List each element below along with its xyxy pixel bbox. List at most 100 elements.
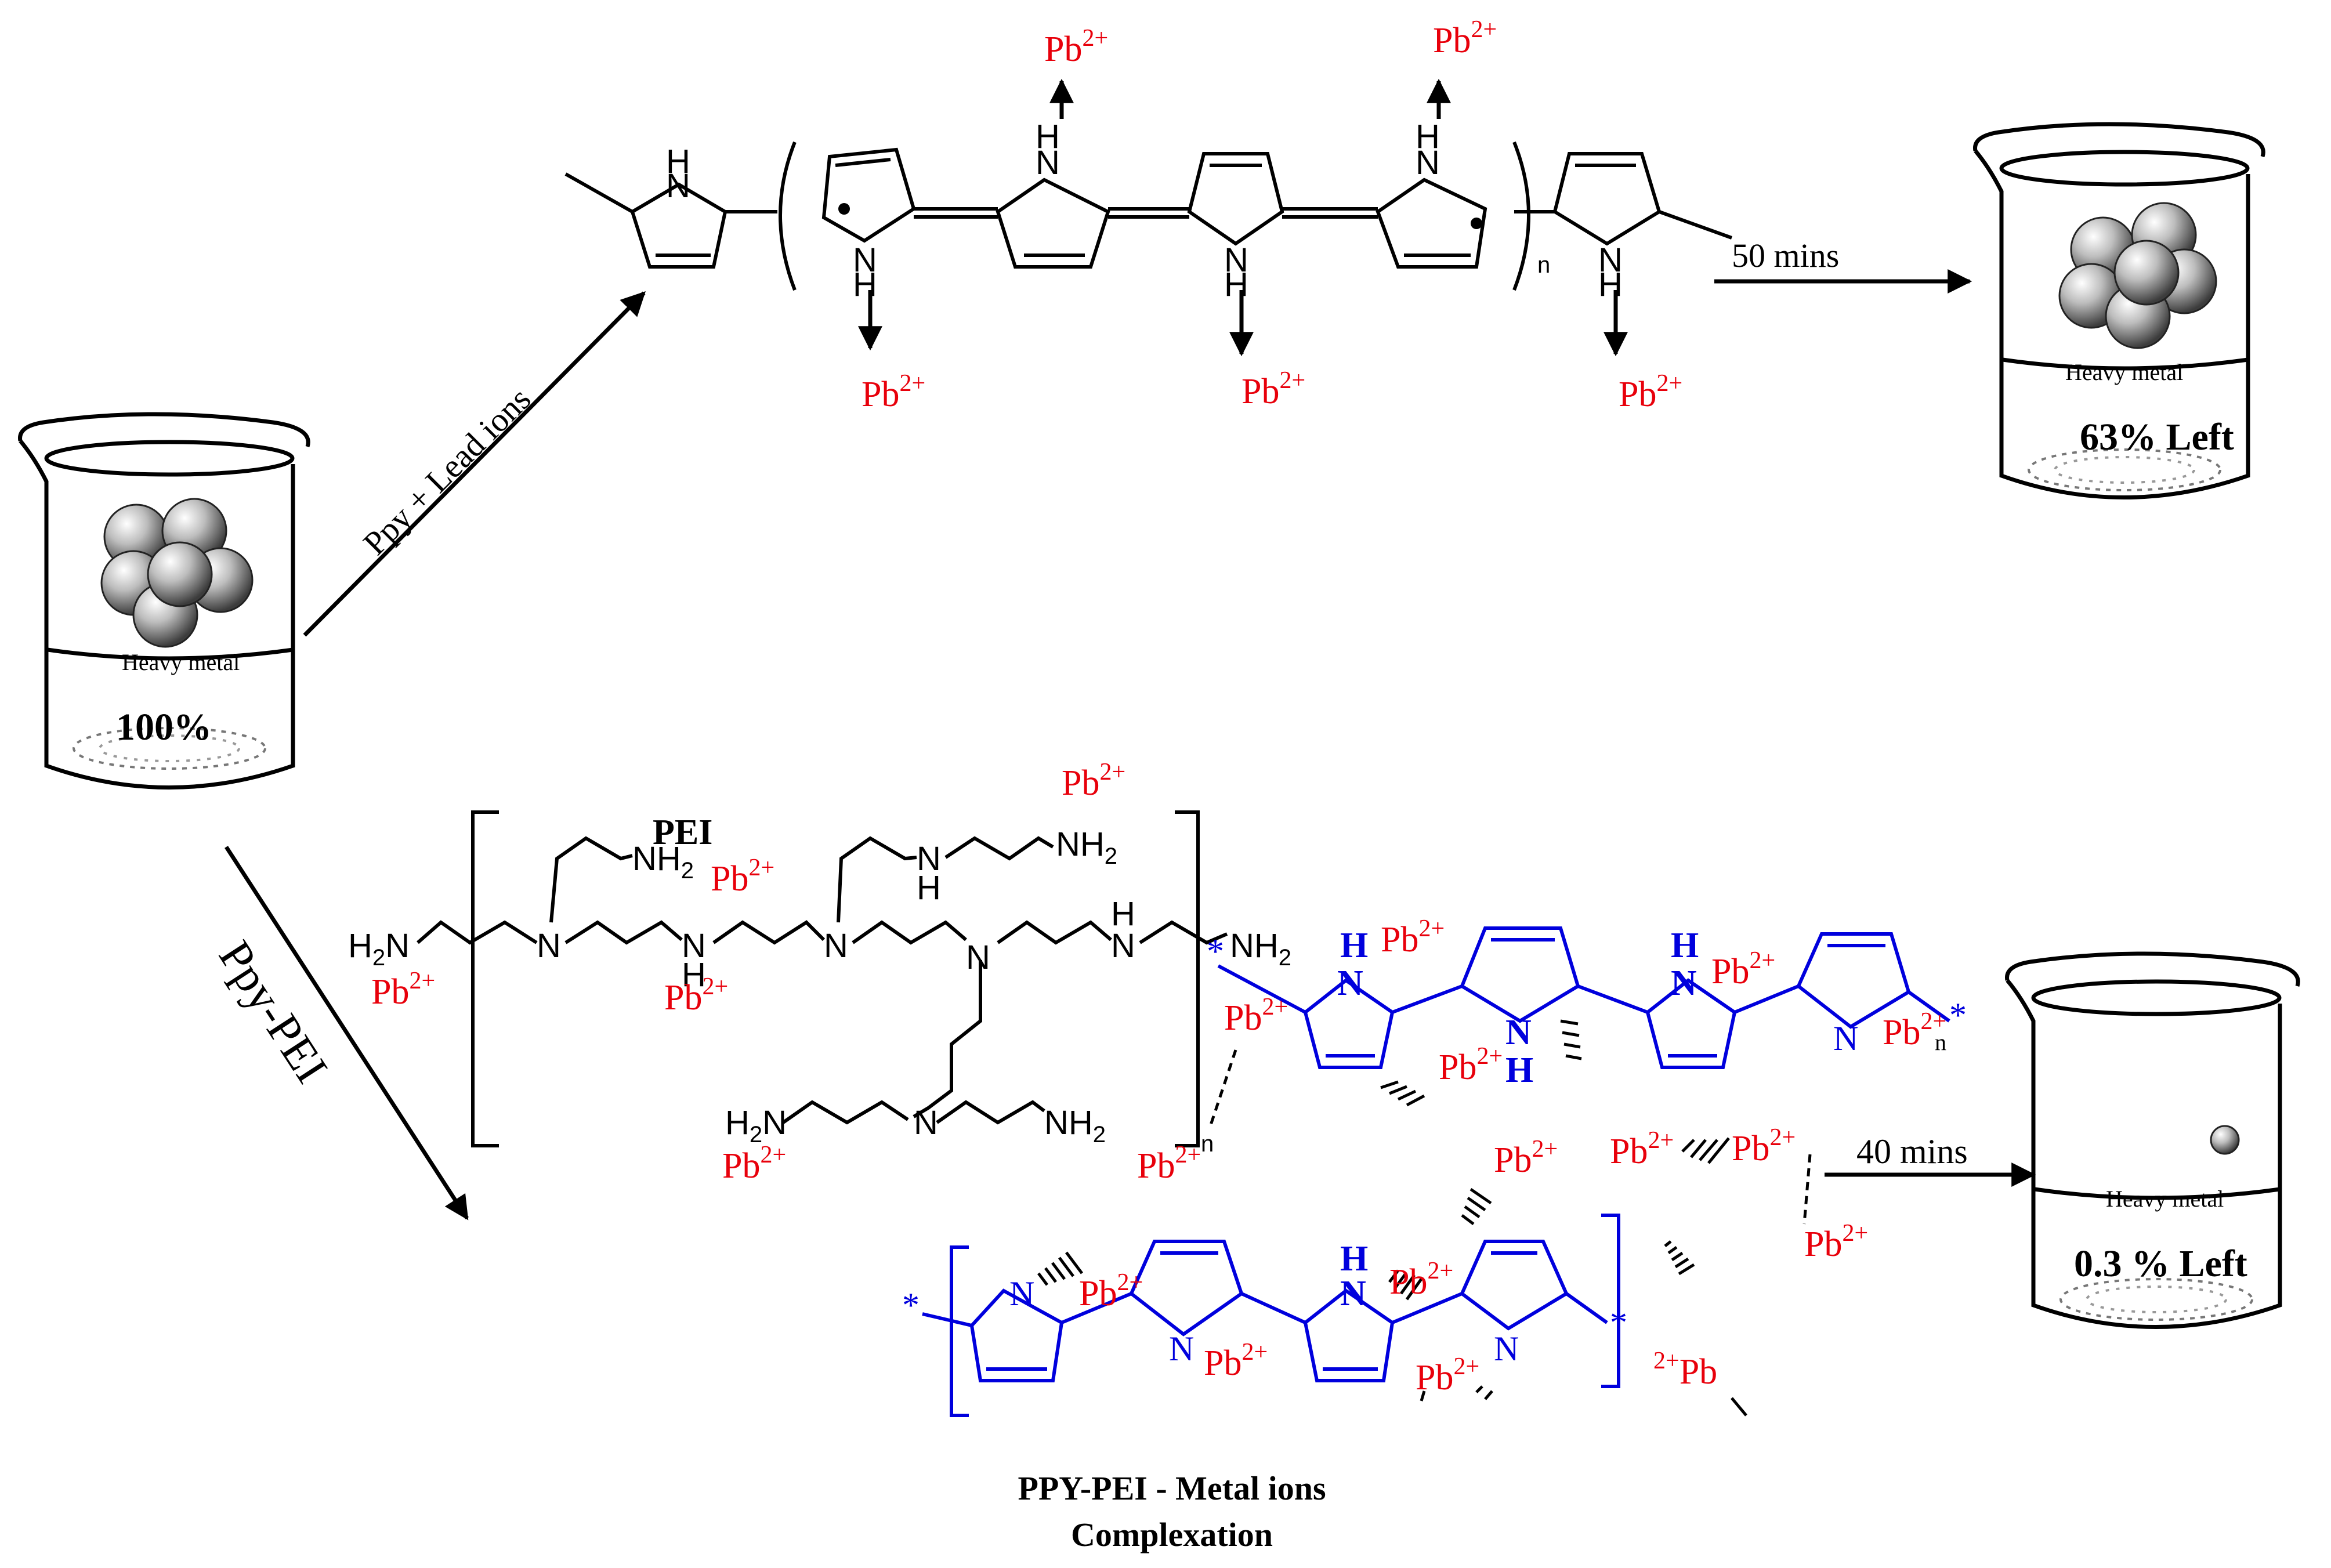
ppy-pei-chain-lower: * N N N H N * bbox=[902, 1187, 1747, 1417]
pb-ion: Pb2+ bbox=[1416, 1353, 1479, 1397]
caption-line1: PPY-PEI - Metal ions bbox=[1018, 1469, 1326, 1507]
pb-ion: Pb2+ bbox=[1204, 1339, 1268, 1383]
ppy-pei-h-label: H bbox=[1340, 926, 1368, 965]
ppy-pei-n-label: N bbox=[1671, 964, 1697, 1003]
chain-end-star: * bbox=[1207, 932, 1224, 971]
pei-nh2-label: NH2 bbox=[1230, 927, 1291, 971]
caption-line2: Complexation bbox=[1071, 1516, 1273, 1553]
chain-repeat-n: n bbox=[1935, 1029, 1946, 1055]
pei-nh2-label: NH2 bbox=[1044, 1104, 1106, 1147]
pb-ion: Pb2+ bbox=[1062, 759, 1125, 803]
pei-h-label: H bbox=[1111, 895, 1135, 933]
ppy-pei-route-label: Ppy-PEI bbox=[209, 932, 337, 1092]
heavy-metal-balls bbox=[2058, 202, 2217, 349]
chain-end-star: * bbox=[1949, 996, 1967, 1034]
ppy-repeat-n: n bbox=[1537, 252, 1550, 278]
ppy-time-label: 50 mins bbox=[1732, 237, 1839, 274]
ppy-h-label: H bbox=[1416, 118, 1440, 155]
pei-n-label: N bbox=[917, 840, 941, 878]
ppy-pei-time-label: 40 mins bbox=[1856, 1132, 1968, 1171]
beaker-ppy-pei-amount: 0.3 % Left bbox=[2074, 1243, 2247, 1285]
pb-ion: Pb2+ bbox=[371, 968, 435, 1012]
beaker-ppy-amount: 63% Left bbox=[2080, 416, 2234, 458]
pb-ions-ppy-pei-lower: Pb2+ Pb2+ Pb2+ Pb2+ 2+Pb bbox=[1079, 1258, 1717, 1397]
ppy-pei-n-label: N bbox=[1340, 1274, 1366, 1313]
sediment bbox=[73, 727, 266, 770]
pei-h2n-label: H2N bbox=[348, 927, 410, 971]
pb-ion: Pb2+ bbox=[722, 1142, 786, 1186]
pei-n-label: N bbox=[914, 1104, 938, 1142]
ppy-pei-n-label: N bbox=[1009, 1274, 1034, 1313]
pei-nh2-label: NH2 bbox=[1056, 825, 1117, 869]
pb-ion: Pb2+ bbox=[1389, 1258, 1453, 1302]
heavy-metal-ball bbox=[2210, 1125, 2240, 1155]
arrow-ppy-route: Ppy + Lead ions bbox=[303, 291, 646, 637]
pb-ion: Pb2+ bbox=[1883, 1008, 1946, 1052]
arrow-ppy-pei-time: 40 mins bbox=[1825, 1132, 2036, 1187]
arrow-ppy-time: 50 mins bbox=[1714, 237, 1972, 294]
pei-n-label: N bbox=[824, 927, 848, 965]
pei-nh2-label: NH2 bbox=[632, 840, 694, 883]
ppy-pei-h-label: H bbox=[1671, 926, 1699, 965]
pb-ion: Pb2+ bbox=[664, 973, 728, 1017]
ppy-h-label: H bbox=[1036, 118, 1060, 155]
beaker-ppy-pei-content-label: Heavy metal bbox=[2106, 1186, 2224, 1212]
ppy-pei-n-label: N bbox=[1833, 1019, 1858, 1058]
pei-h2n-label: H2N bbox=[725, 1104, 787, 1147]
beaker-initial-amount: 100% bbox=[116, 706, 212, 748]
chain-end-star: * bbox=[902, 1286, 920, 1324]
ppy-pei-h-label: H bbox=[1505, 1051, 1533, 1090]
pb-ion: Pb2+ bbox=[1804, 1220, 1868, 1264]
ppy-h-label: H bbox=[1598, 266, 1623, 303]
pb-ion: Pb2+ bbox=[1494, 1136, 1558, 1180]
pb-ion-charge-first: 2+Pb bbox=[1653, 1348, 1717, 1392]
ppy-h-label: H bbox=[1224, 266, 1248, 303]
sediment bbox=[2028, 448, 2221, 491]
caption: PPY-PEI - Metal ions Complexation bbox=[1018, 1469, 1326, 1553]
ppy-n-label: N bbox=[1224, 241, 1248, 279]
pei-h-label: H bbox=[682, 956, 706, 994]
beaker-ppy-content-label: Heavy metal bbox=[2065, 359, 2183, 385]
ppy-pei-n-label: N bbox=[1169, 1330, 1194, 1368]
beaker-initial-content-label: Heavy metal bbox=[122, 649, 240, 675]
pb-ion: Pb2+ bbox=[1079, 1269, 1143, 1313]
pei-title: PEI bbox=[653, 813, 712, 852]
interaction-marks bbox=[1664, 1137, 1812, 1276]
pb-ion: Pb2+ bbox=[1381, 915, 1445, 959]
pb-ion: Pb2+ bbox=[1241, 367, 1305, 411]
ppy-n-label: N bbox=[666, 167, 690, 205]
pei-n-label: N bbox=[966, 939, 990, 976]
pei-structure: PEI n H2N N N H N N N H NH2 NH2 N H NH2 bbox=[348, 810, 1291, 1157]
sediment bbox=[2059, 1278, 2253, 1321]
pb-ion: Pb2+ bbox=[1732, 1124, 1796, 1168]
ppy-h-label: H bbox=[666, 143, 690, 180]
pb-ion: Pb2+ bbox=[1044, 25, 1108, 69]
ppy-pei-chain-upper: * N H N H N H N * n bbox=[1207, 926, 1967, 1107]
pb-ion: Pb2+ bbox=[1439, 1043, 1503, 1087]
pb-ion: Pb2+ bbox=[1619, 370, 1682, 414]
pei-h-label: H bbox=[917, 869, 941, 907]
pb-ion: Pb2+ bbox=[711, 854, 774, 899]
pb-ion: Pb2+ bbox=[1224, 994, 1288, 1038]
ppy-pei-n-label: N bbox=[1505, 1013, 1532, 1052]
ppy-pei-n-label: N bbox=[1494, 1330, 1519, 1368]
ppy-n-label: N bbox=[1598, 241, 1623, 279]
pb-ion: Pb2+ bbox=[862, 370, 925, 414]
pei-repeat-n: n bbox=[1201, 1131, 1214, 1157]
ppy-pei-h-label: H bbox=[1340, 1239, 1368, 1279]
beaker-initial: Heavy metal 100% bbox=[18, 412, 310, 790]
pb-ions-ppy-pei-upper: Pb2+ Pb2+ Pb2+ Pb2+ Pb2+ Pb2+ Pb2+ Pb2+ … bbox=[1224, 915, 1946, 1264]
heavy-metal-balls bbox=[100, 498, 254, 648]
beaker-ppy-pei-result: Heavy metal 0.3 % Left bbox=[2005, 951, 2300, 1329]
pb-ion: Pb2+ bbox=[1433, 16, 1497, 60]
pei-n-label: N bbox=[537, 927, 561, 965]
ppy-n-label: N bbox=[1416, 144, 1440, 182]
pb-ion: Pb2+ bbox=[1610, 1127, 1674, 1171]
pei-n-label: N bbox=[682, 927, 706, 965]
pb-ions-pei: Pb2+ Pb2+ Pb2+ Pb2+ Pb2+ Pb2+ bbox=[371, 759, 1201, 1186]
arrow-ppy-pei-route: Ppy-PEI bbox=[209, 846, 469, 1221]
ppy-chain-top: H N N H H N N H H N n bbox=[564, 78, 1733, 357]
ppy-route-label: Ppy + Lead ions bbox=[356, 380, 538, 562]
